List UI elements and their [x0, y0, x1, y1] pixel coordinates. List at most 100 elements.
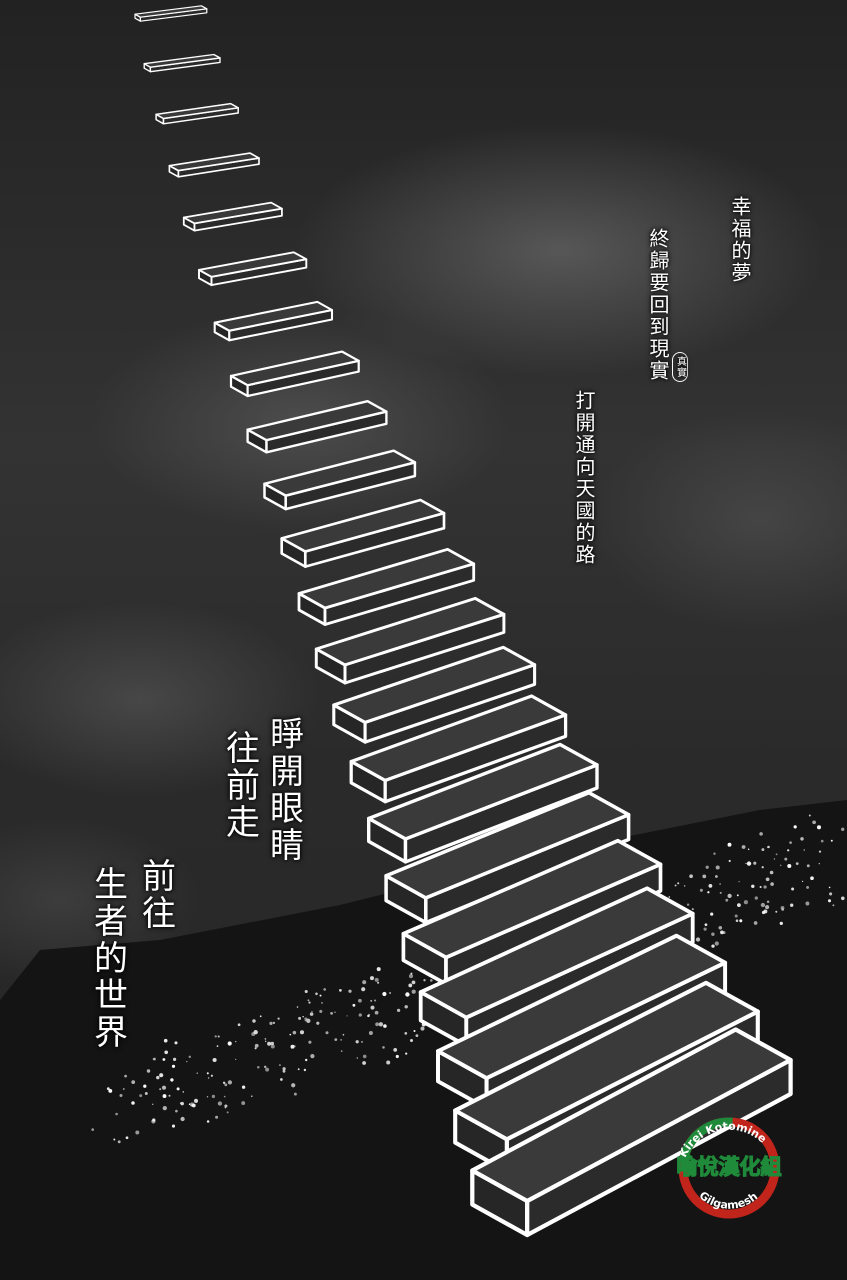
stair-step — [168, 152, 260, 178]
city-light — [728, 859, 731, 863]
city-light — [375, 1022, 379, 1027]
city-light — [410, 972, 413, 975]
city-light — [311, 1011, 313, 1013]
city-light — [290, 1044, 295, 1049]
city-light — [775, 853, 778, 856]
city-light — [307, 999, 310, 1002]
city-light — [396, 1008, 401, 1013]
city-light — [292, 1030, 297, 1035]
city-light — [162, 1105, 167, 1111]
stair-step-top — [418, 886, 695, 1020]
city-light — [346, 1015, 348, 1017]
city-light — [735, 919, 739, 922]
city-light — [808, 814, 811, 817]
city-light — [131, 1080, 136, 1084]
city-light — [411, 989, 416, 994]
city-light — [253, 1030, 258, 1035]
city-light — [699, 888, 703, 892]
caption-open-eyes: 睜開眼睛 — [263, 716, 304, 864]
city-light — [277, 1017, 280, 1020]
city-light — [119, 1093, 123, 1098]
city-light — [377, 981, 380, 984]
city-light — [298, 1016, 302, 1020]
city-light — [282, 1069, 286, 1073]
city-light — [753, 921, 758, 925]
city-light — [745, 862, 747, 865]
city-light — [339, 989, 342, 992]
city-light — [299, 1030, 305, 1035]
city-light — [708, 884, 713, 888]
city-light — [382, 1046, 385, 1049]
city-light — [352, 1003, 356, 1007]
city-light — [180, 1116, 185, 1122]
city-light — [227, 1041, 232, 1046]
city-light — [803, 849, 805, 851]
city-light — [146, 1069, 151, 1073]
city-light — [677, 882, 680, 885]
city-light — [211, 1094, 216, 1099]
city-light — [747, 848, 750, 851]
stair-step — [134, 5, 208, 22]
city-light — [161, 1085, 167, 1090]
caption-world-of-living: 生者的世界 — [87, 866, 128, 1051]
city-light — [780, 906, 785, 910]
city-light — [404, 1032, 408, 1035]
city-light — [163, 1038, 168, 1043]
caption-return-to-reality: 終歸要回到現實 — [646, 228, 670, 382]
city-light — [759, 832, 763, 836]
city-light — [841, 827, 845, 831]
city-light — [751, 884, 755, 889]
city-light — [718, 926, 723, 930]
city-light — [763, 885, 767, 889]
city-light — [766, 900, 770, 903]
city-light — [323, 988, 327, 991]
city-light — [405, 992, 410, 997]
stair-step — [332, 645, 537, 744]
city-light — [361, 987, 366, 992]
city-light — [429, 979, 433, 982]
city-light — [278, 1064, 281, 1067]
city-light — [737, 903, 741, 907]
city-light — [108, 1088, 113, 1093]
city-light — [272, 1021, 275, 1024]
stair-step-top — [453, 980, 760, 1142]
city-light — [791, 887, 795, 891]
city-light — [383, 1024, 387, 1028]
city-light — [374, 977, 379, 982]
city-light — [374, 1010, 379, 1015]
city-light — [235, 1058, 237, 1061]
city-light — [753, 861, 757, 865]
city-light — [172, 1057, 177, 1062]
city-light — [370, 1005, 375, 1010]
city-light — [188, 1055, 192, 1059]
city-light — [267, 1041, 272, 1046]
city-light — [408, 974, 414, 979]
city-light — [361, 1041, 363, 1043]
city-light — [820, 839, 824, 843]
city-light — [370, 999, 373, 1002]
city-light — [254, 1043, 259, 1048]
city-light — [806, 864, 810, 868]
seal-middle-text: 喻悅漢化組 — [677, 1155, 782, 1179]
city-light — [741, 845, 746, 849]
city-light — [153, 1057, 157, 1061]
stair-step-top — [384, 790, 631, 900]
city-light — [760, 902, 766, 908]
city-light — [159, 1088, 162, 1091]
stair-step-top — [280, 498, 446, 553]
city-light — [270, 1041, 275, 1046]
city-light — [818, 862, 821, 865]
city-light — [282, 1067, 286, 1071]
city-light — [304, 989, 308, 994]
city-light — [241, 1085, 246, 1089]
city-light — [342, 1033, 345, 1036]
city-light — [113, 1138, 116, 1141]
city-light — [691, 908, 694, 911]
stair-step-top — [198, 251, 308, 278]
city-light — [152, 1103, 154, 1105]
stair-step-top — [246, 400, 388, 442]
city-light — [291, 1083, 296, 1088]
stair-step — [280, 498, 446, 568]
city-light — [162, 1058, 166, 1061]
